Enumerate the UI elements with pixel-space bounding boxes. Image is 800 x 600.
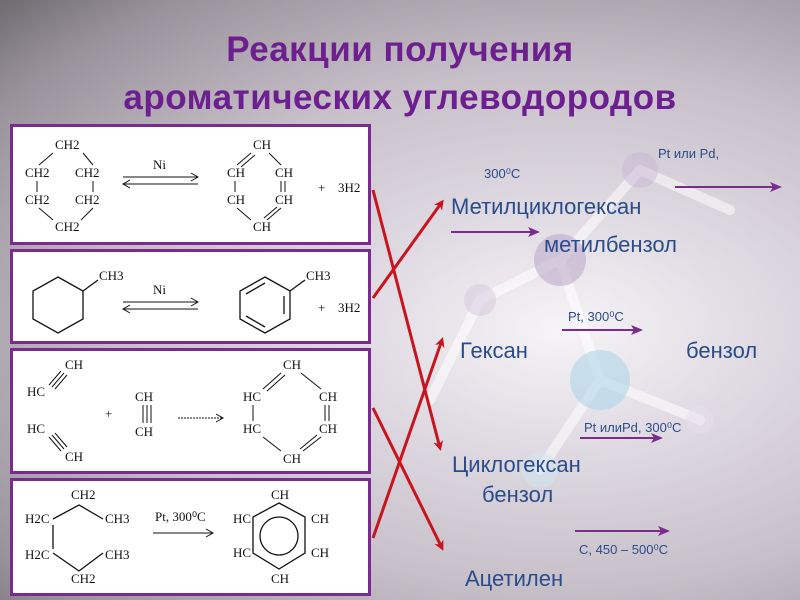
r4-condition: C, 450 – 500⁰C bbox=[579, 542, 669, 557]
hydrogen-label: 3H2 bbox=[338, 180, 360, 195]
plus-sign: + bbox=[318, 180, 325, 195]
h-r2: CH3 bbox=[105, 547, 130, 562]
p3-bottom: CH bbox=[283, 451, 301, 466]
p4-l1: HC bbox=[233, 511, 251, 526]
r1-condition-2: 300⁰C bbox=[484, 166, 521, 181]
acetylene-trimerization-scheme: CH HC HC CH + CH CH CH HC CH HC CH CH bbox=[27, 357, 337, 466]
r-left1: CH2 bbox=[25, 165, 50, 180]
arrow-acetylene-match bbox=[371, 407, 444, 551]
acet3-top: CH bbox=[135, 389, 153, 404]
reaction-panel-methylcyclohexane: CH3 CH3 Ni + 3H2 bbox=[10, 249, 371, 344]
reaction-panel-acetylene: CH HC HC CH + CH CH CH HC CH HC CH CH bbox=[10, 348, 371, 474]
r2-condition: Pt, 300⁰C bbox=[568, 309, 624, 324]
arrow-methylcyclohexane-match bbox=[371, 199, 444, 299]
p3-top: CH bbox=[283, 357, 301, 372]
condition-label: Pt, 300⁰C bbox=[155, 509, 206, 524]
page-title-line2: ароматических углеводородов bbox=[123, 78, 677, 117]
methyl-right: CH3 bbox=[306, 268, 331, 283]
p3-r2: CH bbox=[319, 421, 337, 436]
r-left2: CH2 bbox=[25, 192, 50, 207]
r-top: CH2 bbox=[55, 137, 80, 152]
h-top: CH2 bbox=[71, 487, 96, 502]
p4-top: CH bbox=[271, 487, 289, 502]
p3-r1: CH bbox=[319, 389, 337, 404]
acet1-top: CH bbox=[65, 357, 83, 372]
r-bottom: CH2 bbox=[55, 219, 80, 234]
p-top: CH bbox=[253, 137, 271, 152]
methylcyclohexane-label: Метилциклогексан bbox=[451, 194, 642, 219]
plus-sign-3: + bbox=[105, 406, 112, 421]
methyl-left: CH3 bbox=[99, 268, 124, 283]
p-bottom: CH bbox=[253, 219, 271, 234]
benzene-label-1: бензол bbox=[686, 338, 758, 363]
p-left1: CH bbox=[227, 165, 245, 180]
p3-l2: HC bbox=[243, 421, 261, 436]
page-title-line1: Реакции получения bbox=[226, 30, 574, 69]
acet2-bottom: CH bbox=[65, 449, 83, 464]
r3-condition: Pt илиPd, 300⁰C bbox=[584, 420, 682, 435]
methylcyclohexane-to-toluene-scheme: CH3 CH3 Ni + 3H2 bbox=[32, 268, 360, 334]
reaction-panel-hexane: CH2 H2C CH3 H2C CH3 CH2 Pt, 300⁰C CH HC … bbox=[10, 478, 371, 596]
p4-l2: HC bbox=[233, 545, 251, 560]
r-right1: CH2 bbox=[75, 165, 100, 180]
hydrogen-label-2: 3H2 bbox=[338, 300, 360, 315]
cyclohexane-label: Циклогексан bbox=[452, 452, 581, 477]
acetylene-label: Ацетилен bbox=[465, 566, 564, 591]
reaction-panel-cyclohexane: CH2 CH2 CH2 CH2 CH2 CH2 Ni CH CH CH CH C… bbox=[10, 124, 371, 245]
p-left2: CH bbox=[227, 192, 245, 207]
acet2-top: HC bbox=[27, 421, 45, 436]
methylbenzene-label: метилбензол bbox=[544, 232, 677, 257]
p4-r1: CH bbox=[311, 511, 329, 526]
plus-sign-2: + bbox=[318, 300, 325, 315]
h-r1: CH3 bbox=[105, 511, 130, 526]
h-l2: H2C bbox=[25, 547, 50, 562]
r1-condition-1: Pt или Pd, bbox=[658, 146, 720, 161]
p-right1: CH bbox=[275, 165, 293, 180]
r-right2: CH2 bbox=[75, 192, 100, 207]
hexane-label: Гексан bbox=[460, 338, 528, 363]
h-bottom: CH2 bbox=[71, 571, 96, 586]
catalyst-label-2: Ni bbox=[153, 282, 166, 297]
p4-bottom: CH bbox=[271, 571, 289, 586]
arrow-hexane-match bbox=[371, 337, 445, 539]
h-l1: H2C bbox=[25, 511, 50, 526]
cyclohexane-to-benzene-scheme: CH2 CH2 CH2 CH2 CH2 CH2 Ni CH CH CH CH C… bbox=[25, 137, 360, 234]
hexane-to-benzene-scheme: CH2 H2C CH3 H2C CH3 CH2 Pt, 300⁰C CH HC … bbox=[25, 487, 329, 586]
p4-r2: CH bbox=[311, 545, 329, 560]
p3-l1: HC bbox=[243, 389, 261, 404]
p-right2: CH bbox=[275, 192, 293, 207]
acet1-bottom: HC bbox=[27, 384, 45, 399]
acet3-bottom: CH bbox=[135, 424, 153, 439]
benzene-label-2: бензол bbox=[482, 482, 554, 507]
catalyst-label: Ni bbox=[153, 157, 166, 172]
arrow-cyclohexane-match bbox=[371, 189, 444, 451]
